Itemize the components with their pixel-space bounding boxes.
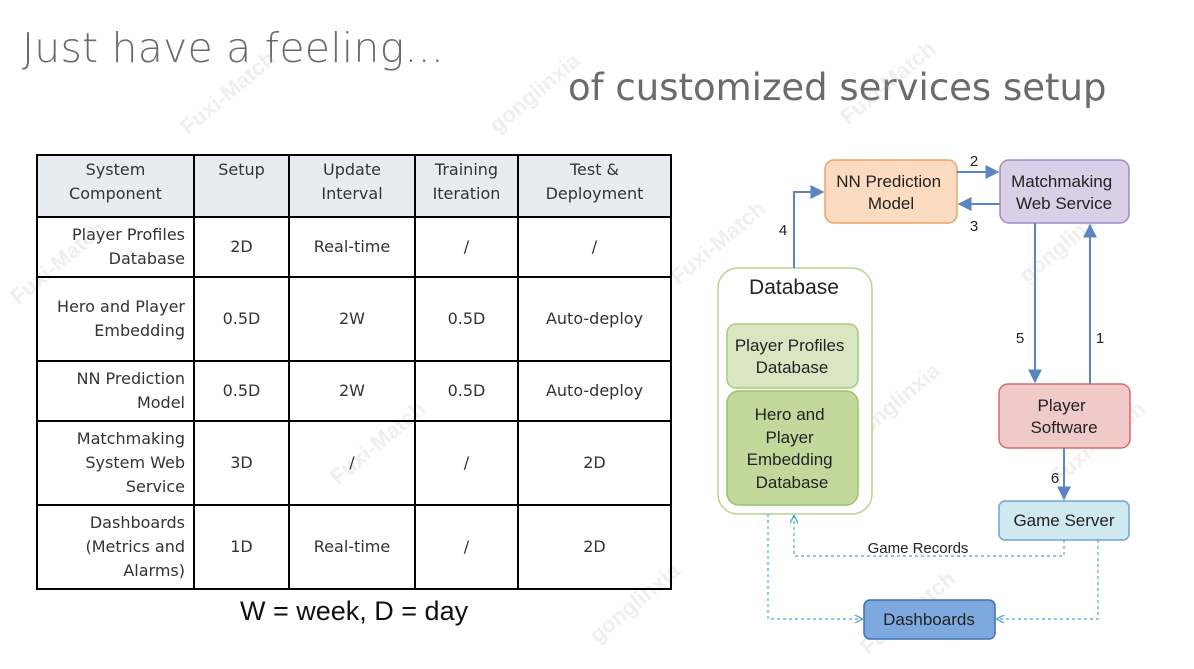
edge-2-label: 2 xyxy=(970,153,978,170)
database-label: Database xyxy=(749,276,839,299)
header-setup: Setup xyxy=(193,154,290,218)
hero-embedding-node xyxy=(726,390,859,506)
cell-training: / xyxy=(414,504,519,590)
edge-3-label: 3 xyxy=(970,218,978,235)
game-records-arrow xyxy=(794,516,1065,557)
edge-5-label: 5 xyxy=(1016,330,1024,347)
player-profiles-node xyxy=(726,323,859,389)
edge-1-label: 1 xyxy=(1096,330,1104,347)
dashboards-node xyxy=(863,599,996,640)
cell-training: 0.5D xyxy=(414,360,519,422)
cell-interval: / xyxy=(288,420,416,506)
game-server-label: Game Server xyxy=(1013,511,1114,530)
cell-deploy: Auto-deploy xyxy=(517,276,672,362)
cell-deploy: 2D xyxy=(517,420,672,506)
edge-4-label: 4 xyxy=(779,222,787,239)
cell-deploy: 2D xyxy=(517,504,672,590)
cell-interval: 2W xyxy=(288,276,416,362)
matchmaking-label: Matchmaking Web Service xyxy=(1011,172,1117,213)
nn-model-node xyxy=(824,159,958,224)
dashboards-label: Dashboards xyxy=(883,610,975,629)
slide-title: Just have a feeling... xyxy=(22,24,445,72)
cell-interval: 2W xyxy=(288,360,416,422)
cell-interval: Real-time xyxy=(288,504,416,590)
cell-setup: 3D xyxy=(193,420,290,506)
cell-training: 0.5D xyxy=(414,276,519,362)
player-software-node xyxy=(998,383,1131,449)
edge-6-label: 6 xyxy=(1051,470,1059,487)
cell-setup: 2D xyxy=(193,216,290,278)
player-profiles-label: Player Profiles Database xyxy=(735,336,849,377)
cell-deploy: / xyxy=(517,216,672,278)
cell-training: / xyxy=(414,216,519,278)
player-software-label: Player Software xyxy=(1030,396,1097,437)
header-test-deployment: Test &Deployment xyxy=(517,154,672,218)
game-records-label: Game Records xyxy=(868,540,969,557)
edge-4-arrow xyxy=(793,185,825,268)
hero-embedding-label: Hero and Player Embedding Database xyxy=(747,405,838,492)
cell-training: / xyxy=(414,420,519,506)
cell-interval: Real-time xyxy=(288,216,416,278)
matchmaking-node xyxy=(999,159,1130,224)
server-to-dashboards-arrow xyxy=(997,540,1099,619)
unit-legend-note: W = week, D = day xyxy=(240,596,469,626)
cell-setup: 1D xyxy=(193,504,290,590)
cell-deploy: Auto-deploy xyxy=(517,360,672,422)
slide-subtitle: of customized services setup xyxy=(568,66,1107,109)
database-to-dashboards-arrow xyxy=(767,514,862,619)
cell-setup: 0.5D xyxy=(193,276,290,362)
cell-setup: 0.5D xyxy=(193,360,290,422)
nn-model-label: NN Prediction Model xyxy=(836,172,946,213)
